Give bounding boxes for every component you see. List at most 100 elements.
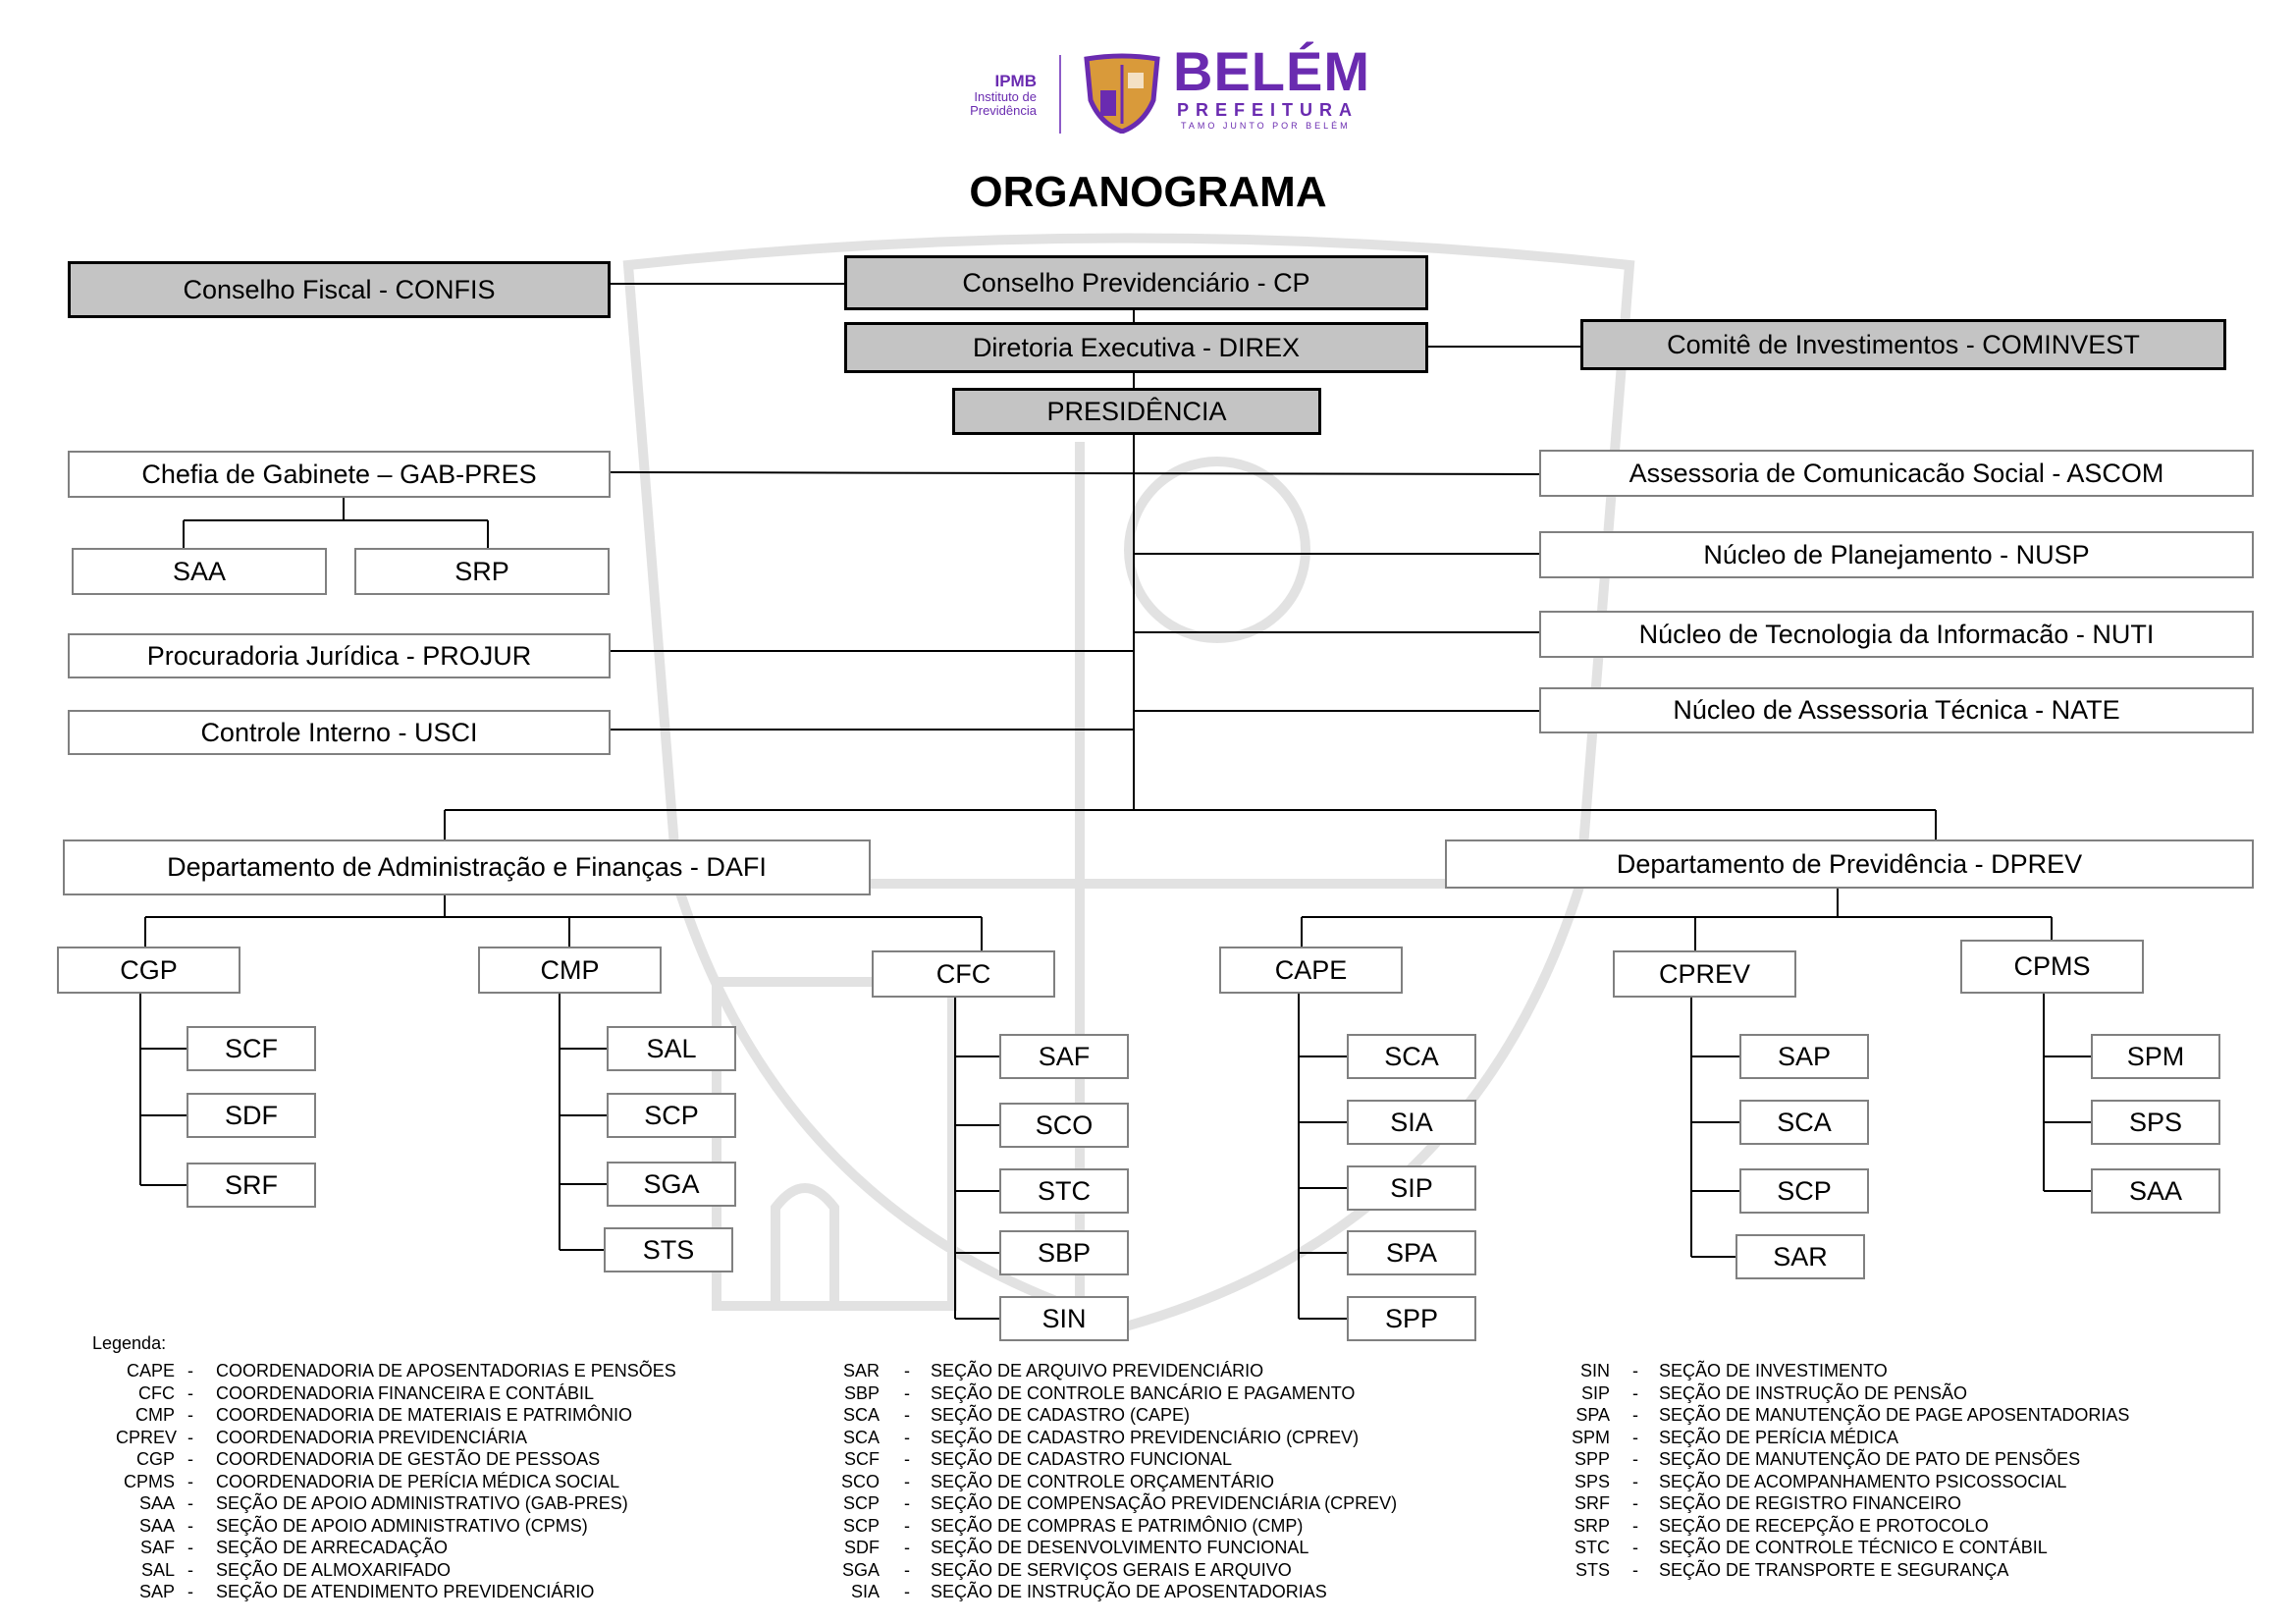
legend-abbr: SDF	[844, 1538, 880, 1557]
legend-item: SIA-SEÇÃO DE INSTRUÇÃO DE APOSENTADORIAS	[0, 1581, 2296, 1602]
box-presidencia: PRESIDÊNCIA	[952, 388, 1321, 435]
legend-abbr: SGA	[841, 1559, 880, 1580]
legend-dash: -	[904, 1471, 910, 1491]
legend-abbr: CMP	[135, 1405, 175, 1425]
legend-abbr: SBP	[843, 1382, 880, 1403]
legend-item: SCP - SEÇÃO DE COMPENSAÇÃO PREVIDENCIÁRIA …	[0, 1492, 2296, 1514]
legend-item: SAF-SEÇÃO DE ARRECADAÇÃO	[0, 1537, 2296, 1558]
legend-item: SGA -SEÇÃO DE SERVIÇOS GERAIS E ARQUIVO	[0, 1559, 2296, 1581]
box-cape-spp: SPP	[1347, 1296, 1476, 1341]
box-cfc-stc: STC	[999, 1168, 1129, 1214]
box-gab-pres: Chefia de Gabinete – GAB-PRES	[68, 451, 611, 498]
legend-item: SCF-SEÇÃO DE CADASTRO FUNCIONAL	[0, 1448, 2296, 1470]
legend-dash: -	[904, 1382, 910, 1403]
legend-desc: SEÇÃO DE APOIO ADMINISTRATIVO (CPMS)	[216, 1515, 588, 1536]
legend-item: SCP-SEÇÃO DE COMPRAS E PATRIMÔNIO (CMP)	[0, 1515, 2296, 1537]
legend-item: SPS-SEÇÃO DE ACOMPANHAMENTO PSICOSSOCIAL	[0, 1471, 2296, 1492]
box-cape-sia: SIA	[1347, 1100, 1476, 1145]
box-cfc-sin: SIN	[999, 1296, 1129, 1341]
legend-dash: -	[1632, 1471, 1638, 1491]
legend-desc: COORDENADORIA DE MATERIAIS E PATRIMÔNIO	[216, 1405, 633, 1425]
legend-abbr: CFC	[138, 1382, 175, 1403]
box-cprev-sca: SCA	[1739, 1100, 1869, 1145]
legend-item: CPREV-COORDENADORIA PREVIDENCIÁRIA	[0, 1427, 2296, 1448]
box-cpms-spm: SPM	[2091, 1034, 2220, 1079]
box-cape-sca: SCA	[1347, 1034, 1476, 1079]
legend-desc: SEÇÃO DE SERVIÇOS GERAIS E ARQUIVO	[931, 1559, 1292, 1580]
box-direx: Diretoria Executiva - DIREX	[844, 322, 1428, 373]
legend-item: SAA-SEÇÃO DE APOIO ADMINISTRATIVO (GAB-P…	[0, 1492, 2296, 1514]
belem-name: BELÉM	[1173, 40, 1370, 102]
belem-prefeitura: PREFEITURA	[1177, 100, 1360, 120]
legend-abbr: CPREV	[116, 1427, 178, 1447]
legend-dash: -	[187, 1427, 193, 1447]
legend-dash: -	[187, 1493, 193, 1513]
legend-abbr: SIA	[850, 1582, 880, 1601]
legend-dash: -	[187, 1405, 193, 1425]
legend-abbr: SCA	[842, 1405, 880, 1425]
box-ascom: Assessoria de Comunicacão Social - ASCOM	[1539, 450, 2254, 497]
legend-abbr: SAA	[138, 1515, 175, 1536]
legend-dash: -	[1632, 1538, 1638, 1557]
box-cgp: CGP	[57, 947, 240, 994]
legend-desc: SEÇÃO DE MANUTENÇÃO DE PATO DE PENSÕES	[1659, 1449, 2081, 1469]
legend-dash: -	[904, 1493, 910, 1513]
legend-dash: -	[904, 1559, 910, 1580]
legend-desc: SEÇÃO DE RECEPÇÃO E PROTOCOLO	[1659, 1515, 1989, 1536]
legend-abbr: SIN	[1579, 1361, 1610, 1380]
legend-abbr: SAL	[140, 1559, 175, 1580]
legend-desc: COORDENADORIA DE PERÍCIA MÉDICA SOCIAL	[216, 1471, 620, 1491]
legend-dash: -	[1632, 1405, 1638, 1425]
legend-abbr: SAP	[138, 1582, 175, 1601]
legend-abbr: SRP	[1573, 1515, 1610, 1536]
legend-item: SPP-SEÇÃO DE MANUTENÇÃO DE PATO DE PENSÕ…	[0, 1448, 2296, 1470]
legend-dash: -	[1632, 1493, 1638, 1513]
legend-abbr: SCP	[842, 1515, 880, 1536]
legend-desc: SEÇÃO DE COMPENSAÇÃO PREVIDENCIÁRIA (CPR…	[931, 1493, 1398, 1513]
ipmb-line2: Previdência	[970, 103, 1037, 118]
box-saa-gab: SAA	[72, 548, 327, 595]
legend-abbr: SPM	[1571, 1427, 1610, 1447]
legend-item: SRP-SEÇÃO DE RECEPÇÃO E PROTOCOLO	[0, 1515, 2296, 1537]
box-confis: Conselho Fiscal - CONFIS	[68, 261, 611, 318]
legend-item: CAPE-COORDENADORIA DE APOSENTADORIAS E P…	[0, 1360, 2296, 1381]
box-cape-spa: SPA	[1347, 1230, 1476, 1275]
belem-motto: TAMO JUNTO POR BELÉM	[1181, 121, 1351, 131]
box-cmp-sga: SGA	[607, 1162, 736, 1207]
legend-abbr: SPS	[1574, 1471, 1610, 1491]
legend-abbr: CAPE	[126, 1361, 175, 1380]
legend-dash: -	[187, 1538, 193, 1557]
legend-item: SRF-SEÇÃO DE REGISTRO FINANCEIRO	[0, 1492, 2296, 1514]
legend-abbr: STC	[1575, 1538, 1610, 1557]
legend-item: SBP -SEÇÃO DE CONTROLE BANCÁRIO E PAGAMEN…	[0, 1382, 2296, 1404]
legend-item: SCA-SEÇÃO DE CADASTRO (CAPE)	[0, 1404, 2296, 1426]
box-cpms: CPMS	[1960, 940, 2144, 994]
legend-item: SAA-SEÇÃO DE APOIO ADMINISTRATIVO (CPMS)	[0, 1515, 2296, 1537]
legend-item: SCA-SEÇÃO DE CADASTRO PREVIDENCIÁRIO (CP…	[0, 1427, 2296, 1448]
box-dafi: Departamento de Administração e Finanças…	[63, 839, 871, 895]
legend-dash: -	[904, 1405, 910, 1425]
legend-desc: SEÇÃO DE PERÍCIA MÉDICA	[1659, 1427, 1899, 1447]
box-cmp-scp: SCP	[607, 1093, 736, 1138]
box-cfc: CFC	[872, 950, 1055, 998]
legend-dash: -	[1632, 1449, 1638, 1469]
legend-abbr: SRF	[1575, 1493, 1610, 1513]
box-srp: SRP	[354, 548, 610, 595]
legend-abbr: SAR	[842, 1361, 880, 1380]
legend-item: SAR-SEÇÃO DE ARQUIVO PREVIDENCIÁRIO	[0, 1360, 2296, 1381]
legend-item: SAP-SEÇÃO DE ATENDIMENTO PREVIDENCIÁRIO	[0, 1581, 2296, 1602]
legend-desc: SEÇÃO DE CONTROLE BANCÁRIO E PAGAMENTO	[931, 1382, 1356, 1403]
box-cfc-sco: SCO	[999, 1103, 1129, 1148]
box-nate: Núcleo de Assessoria Técnica - NATE	[1539, 687, 2254, 733]
legend-abbr: SPA	[1575, 1405, 1610, 1425]
legend-item: SDF-SEÇÃO DE DESENVOLVIMENTO FUNCIONAL	[0, 1537, 2296, 1558]
legend-item: SPM - SEÇÃO DE PERÍCIA MÉDICA	[0, 1427, 2296, 1448]
legend-item: SIN-SEÇÃO DE INVESTIMENTO	[0, 1360, 2296, 1381]
legend-dash: -	[1632, 1361, 1638, 1380]
legend-desc: COORDENADORIA DE GESTÃO DE PESSOAS	[216, 1449, 601, 1469]
legend-dash: -	[904, 1538, 910, 1557]
logo-divider	[1059, 55, 1061, 134]
legend-item: SIP-SEÇÃO DE INSTRUÇÃO DE PENSÃO	[0, 1382, 2296, 1404]
legend-abbr: SCP	[842, 1493, 880, 1513]
legend-desc: SEÇÃO DE APOIO ADMINISTRATIVO (GAB-PRES)	[216, 1493, 628, 1513]
